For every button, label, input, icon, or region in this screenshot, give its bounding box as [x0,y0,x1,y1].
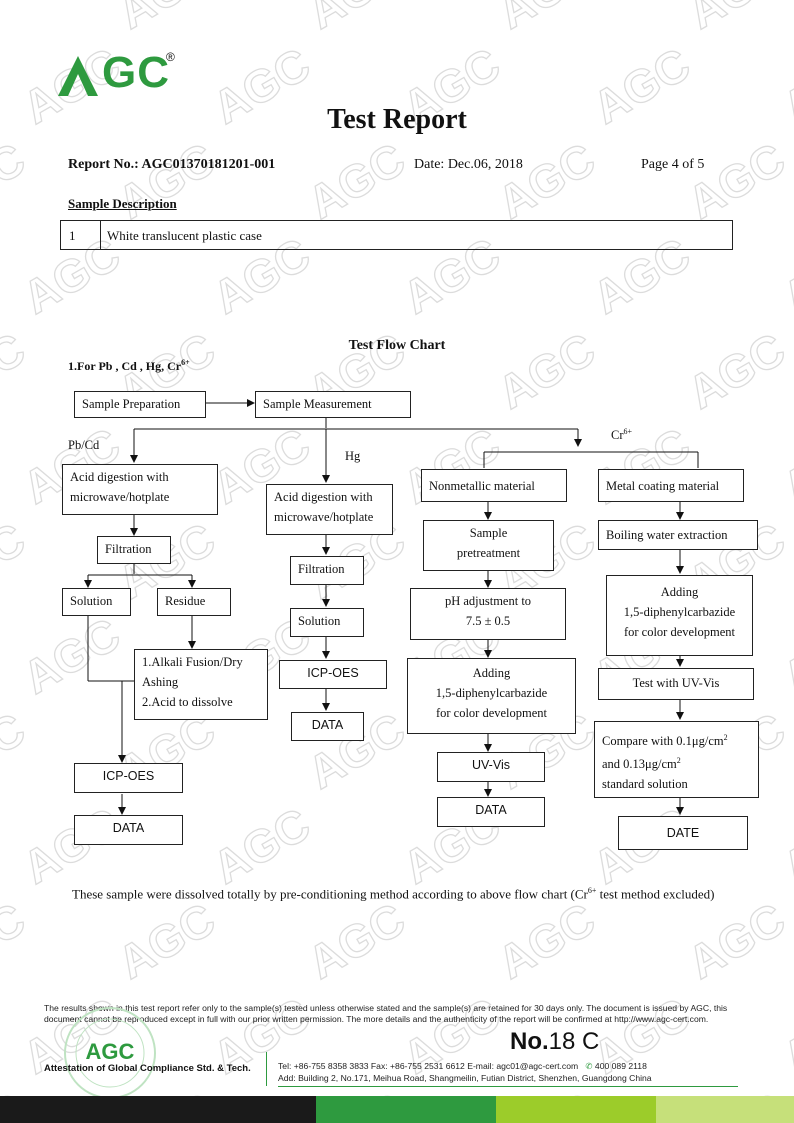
footer-band-dark [0,1096,316,1123]
hg-data-box: DATA [291,712,364,741]
method-note: These sample were dissolved totally by p… [72,886,715,902]
logo-wordmark: GC [102,48,170,97]
contact-info: Tel: +86-755 8358 3833 Fax: +86-755 2531… [278,1061,652,1083]
svg-text:AGC: AGC [86,1039,135,1064]
hg-filtration-box: Filtration [290,556,364,585]
branch-cr-label: Cr6+ [611,427,633,443]
report-date: Date: Dec.06, 2018 [414,157,523,172]
phone-icon: ✆ [585,1061,593,1071]
boiling-water-extraction-box: Boiling water extraction [598,520,758,550]
agc-seal: AGC [64,1007,156,1099]
sample-description-title: Sample Description [68,196,177,211]
agc-logo: GC ® [56,48,186,105]
footer-band-lime [496,1096,656,1123]
footer-band-green [316,1096,496,1123]
branch-hg-label: Hg [345,449,361,463]
sample-text: White translucent plastic case [107,228,262,243]
nonmetallic-material-box: Nonmetallic material [421,469,567,502]
footer-band-light [656,1096,794,1123]
flow-chart-subtitle: 1.For Pb , Cd , Hg, Cr6+ [68,358,190,373]
report-number: Report No.: AGC01370181201-001 [68,157,276,172]
hg-icp-oes-box: ICP-OES [279,660,387,689]
footer-disclaimer: The results shown in this test report re… [44,1003,728,1024]
compare-standard-box: Compare with 0.1μg/cm2 and 0.13μg/cm2 st… [594,721,759,798]
pbcd-filtration-box: Filtration [97,536,171,564]
nonmetal-data-box: DATA [437,797,545,827]
pbcd-data-box: DATA [74,815,183,845]
metal-date-box: DATE [618,816,748,850]
nonmetal-uv-vis-box: UV-Vis [437,752,545,782]
footer-underline [278,1086,738,1087]
agc-logo-mark [58,56,98,96]
registered-mark: ® [166,50,175,64]
branch-pbcd-label: Pb/Cd [68,438,100,452]
pbcd-solution-box: Solution [62,588,131,616]
metal-coating-material-box: Metal coating material [598,469,744,502]
page-number: Page 4 of 5 [641,157,705,172]
hg-solution-box: Solution [290,608,364,637]
sample-description-table: 1 White translucent plastic case [60,220,733,250]
attestation-text: Attestation of Global Compliance Std. & … [44,1063,251,1074]
pbcd-residue-box: Residue [157,588,231,616]
pbcd-icp-oes-box: ICP-OES [74,763,183,793]
sample-preparation-box: Sample Preparation [74,391,206,418]
flow-chart-title: Test Flow Chart [348,338,446,353]
form-number: No.18 C [510,1028,600,1055]
sample-measurement-box: Sample Measurement [255,391,411,418]
sample-no: 1 [61,221,101,249]
footer-divider [266,1052,267,1086]
test-uv-vis-box: Test with UV-Vis [598,668,754,700]
page-title: Test Report [327,104,467,135]
